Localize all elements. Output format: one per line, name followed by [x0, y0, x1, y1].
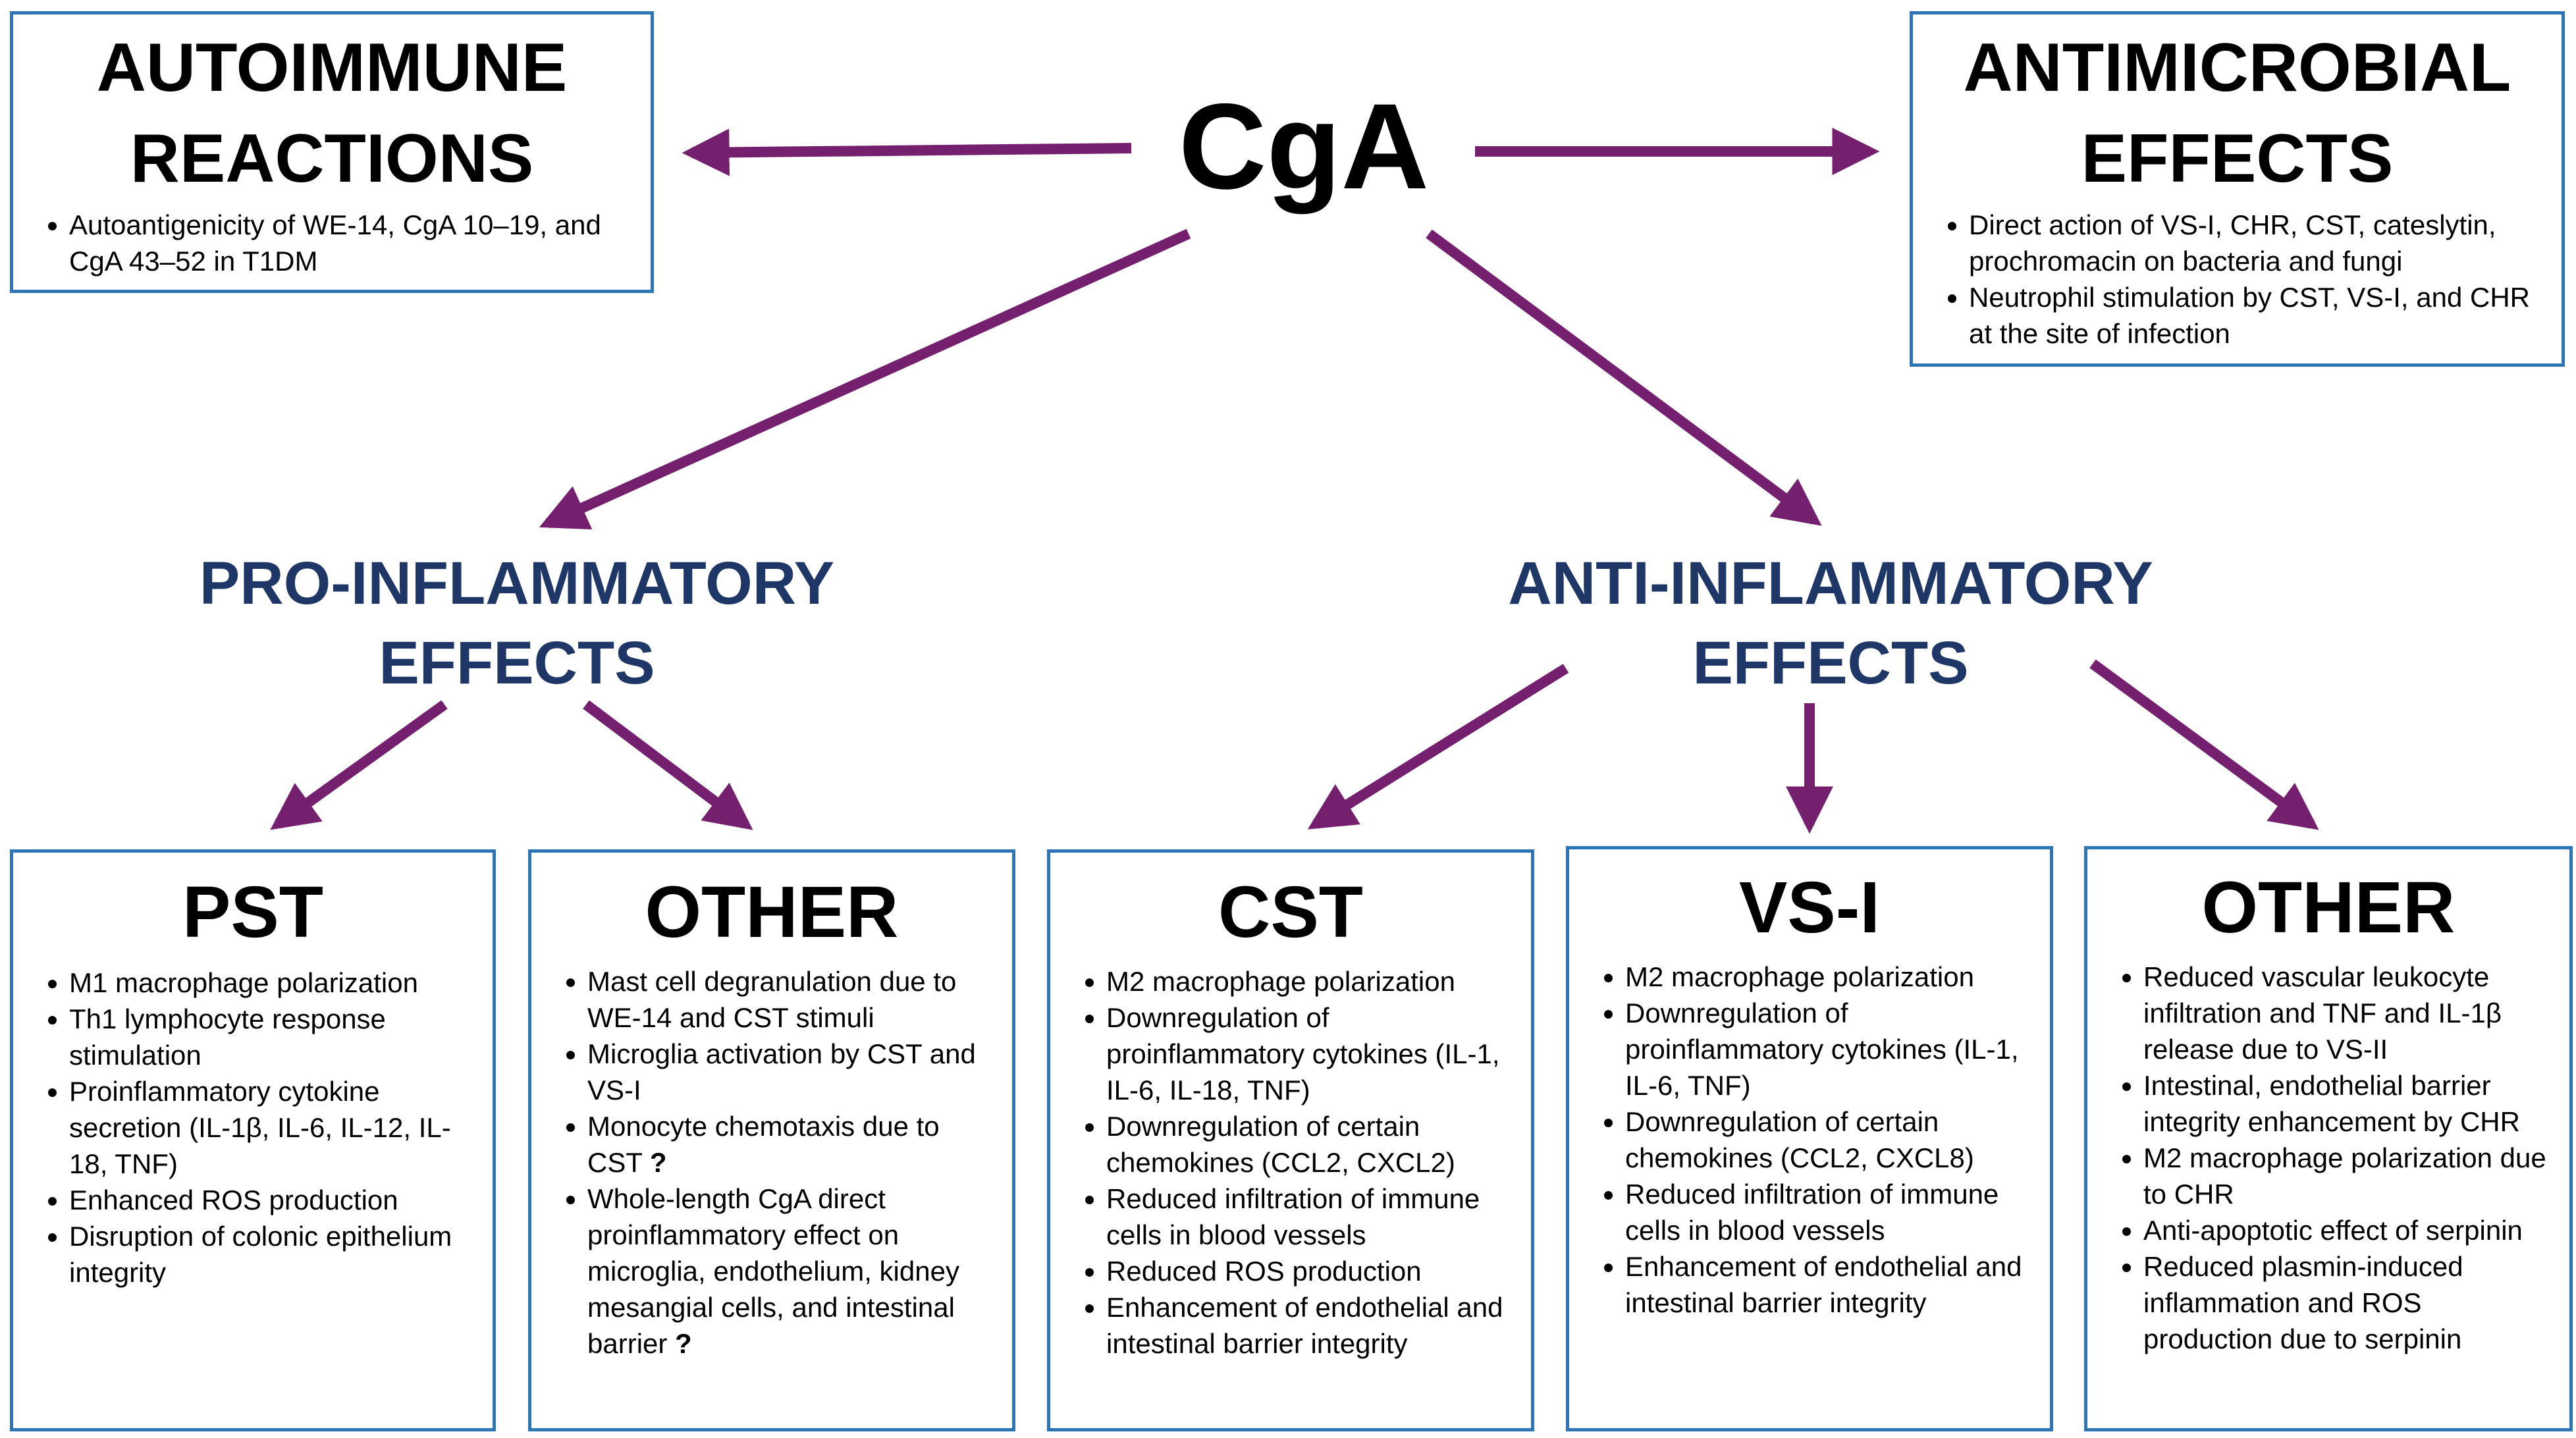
cst-list: M2 macrophage polarization Downregulatio…	[1050, 963, 1531, 1362]
autoimmune-title: AUTOIMMUNE REACTIONS	[13, 22, 651, 204]
list-item: Downregulation of proinflammatory cytoki…	[1625, 995, 2034, 1104]
autoimmune-title-line-2: REACTIONS	[130, 120, 534, 197]
cst-title: CST	[1218, 872, 1363, 953]
arrow-to-anti-inflammatory	[1426, 229, 1822, 526]
vsi-box: VS-I M2 macrophage polarization Downregu…	[1566, 846, 2053, 1431]
question-mark: ?	[675, 1328, 692, 1359]
list-item: Mast cell degranulation due to WE-14 and…	[587, 963, 992, 1036]
pro-other-list: Mast cell degranulation due to WE-14 and…	[531, 963, 1012, 1362]
anti-inflammatory-heading: ANTI-INFLAMMATORY EFFECTS	[1436, 544, 2226, 703]
list-item: Enhancement of endothelial and intestina…	[1625, 1248, 2034, 1321]
list-item: M2 macrophage polarization	[1106, 963, 1515, 999]
list-item: Reduced vascular leukocyte infiltration …	[2143, 959, 2554, 1067]
vsi-list: M2 macrophage polarization Downregulatio…	[1569, 959, 2050, 1321]
arrow-to-cst	[1307, 664, 1569, 830]
anti-inflammatory-line-2: EFFECTS	[1692, 629, 1969, 697]
pro-inflammatory-line-2: EFFECTS	[379, 629, 655, 697]
list-item: Enhanced ROS production	[69, 1182, 473, 1218]
cga-title: CgA	[1178, 79, 1430, 215]
list-item: Direct action of VS-I, CHR, CST, catesly…	[1969, 207, 2548, 279]
anti-inflammatory-line-1: ANTI-INFLAMMATORY	[1508, 550, 2153, 617]
list-item: M1 macrophage polarization	[69, 965, 473, 1001]
list-item: Reduced infiltration of immune cells in …	[1625, 1176, 2034, 1248]
list-item: Proinflammatory cytokine secretion (IL-1…	[69, 1073, 473, 1182]
autoimmune-title-line-1: AUTOIMMUNE	[96, 30, 568, 106]
list-item-text: Whole-length CgA direct proinflammatory …	[587, 1183, 959, 1359]
arrow-to-pro-inflammatory	[539, 228, 1191, 530]
list-item: Monocyte chemotaxis due to CST ?	[587, 1108, 992, 1181]
anti-other-title: OTHER	[2201, 867, 2455, 948]
pst-title: PST	[182, 872, 323, 953]
pro-inflammatory-line-1: PRO-INFLAMMATORY	[199, 550, 835, 617]
pst-list: M1 macrophage polarization Th1 lymphocyt…	[13, 965, 493, 1291]
list-item: Autoantigenicity of WE-14, CgA 10–19, an…	[69, 207, 637, 279]
arrow-to-pro-other	[583, 700, 753, 830]
antimicrobial-title-line-1: ANTIMICROBIAL	[1963, 30, 2511, 106]
list-item: Disruption of colonic epithelium integri…	[69, 1218, 473, 1291]
list-item: Downregulation of certain chemokines (CC…	[1106, 1108, 1515, 1181]
list-item: Reduced infiltration of immune cells in …	[1106, 1181, 1515, 1253]
autoimmune-list: Autoantigenicity of WE-14, CgA 10–19, an…	[13, 207, 651, 279]
arrow-to-pst	[270, 700, 448, 830]
pst-box: PST M1 macrophage polarization Th1 lymph…	[10, 849, 496, 1431]
list-item: Downregulation of certain chemokines (CC…	[1625, 1104, 2034, 1176]
list-item: Intestinal, endothelial barrier integrit…	[2143, 1067, 2554, 1140]
list-item: M2 macrophage polarization due to CHR	[2143, 1140, 2554, 1212]
list-item: Downregulation of proinflammatory cytoki…	[1106, 999, 1515, 1108]
list-item: M2 macrophage polarization	[1625, 959, 2034, 995]
list-item: Microglia activation by CST and VS-I	[587, 1036, 992, 1108]
vsi-title: VS-I	[1739, 867, 1880, 948]
list-item: Th1 lymphocyte response stimulation	[69, 1001, 473, 1073]
list-item: Reduced ROS production	[1106, 1253, 1515, 1289]
pro-other-box: OTHER Mast cell degranulation due to WE-…	[528, 849, 1015, 1431]
list-item: Reduced plasmin-induced inflammation and…	[2143, 1248, 2554, 1357]
list-item: Whole-length CgA direct proinflammatory …	[587, 1181, 992, 1362]
question-mark: ?	[649, 1147, 667, 1178]
list-item-text: Monocyte chemotaxis due to CST	[587, 1111, 940, 1178]
cst-box: CST M2 macrophage polarization Downregul…	[1047, 849, 1534, 1431]
autoimmune-box: AUTOIMMUNE REACTIONS Autoantigenicity of…	[10, 11, 654, 293]
list-item: Neutrophil stimulation by CST, VS-I, and…	[1969, 279, 2548, 352]
pro-other-title: OTHER	[645, 872, 899, 953]
pro-inflammatory-heading: PRO-INFLAMMATORY EFFECTS	[132, 544, 902, 703]
anti-other-list: Reduced vascular leukocyte infiltration …	[2087, 959, 2569, 1357]
list-item: Enhancement of endothelial and intestina…	[1106, 1289, 1515, 1362]
arrow-to-anti-other	[2089, 659, 2319, 830]
antimicrobial-box: ANTIMICROBIAL EFFECTS Direct action of V…	[1910, 11, 2565, 367]
antimicrobial-title-line-2: EFFECTS	[2081, 120, 2394, 197]
anti-other-box: OTHER Reduced vascular leukocyte infiltr…	[2084, 846, 2573, 1431]
list-item: Anti-apoptotic effect of serpinin	[2143, 1212, 2554, 1248]
antimicrobial-title: ANTIMICROBIAL EFFECTS	[1913, 22, 2562, 204]
arrow-to-autoimmune	[682, 128, 1132, 176]
antimicrobial-list: Direct action of VS-I, CHR, CST, catesly…	[1913, 207, 2562, 352]
